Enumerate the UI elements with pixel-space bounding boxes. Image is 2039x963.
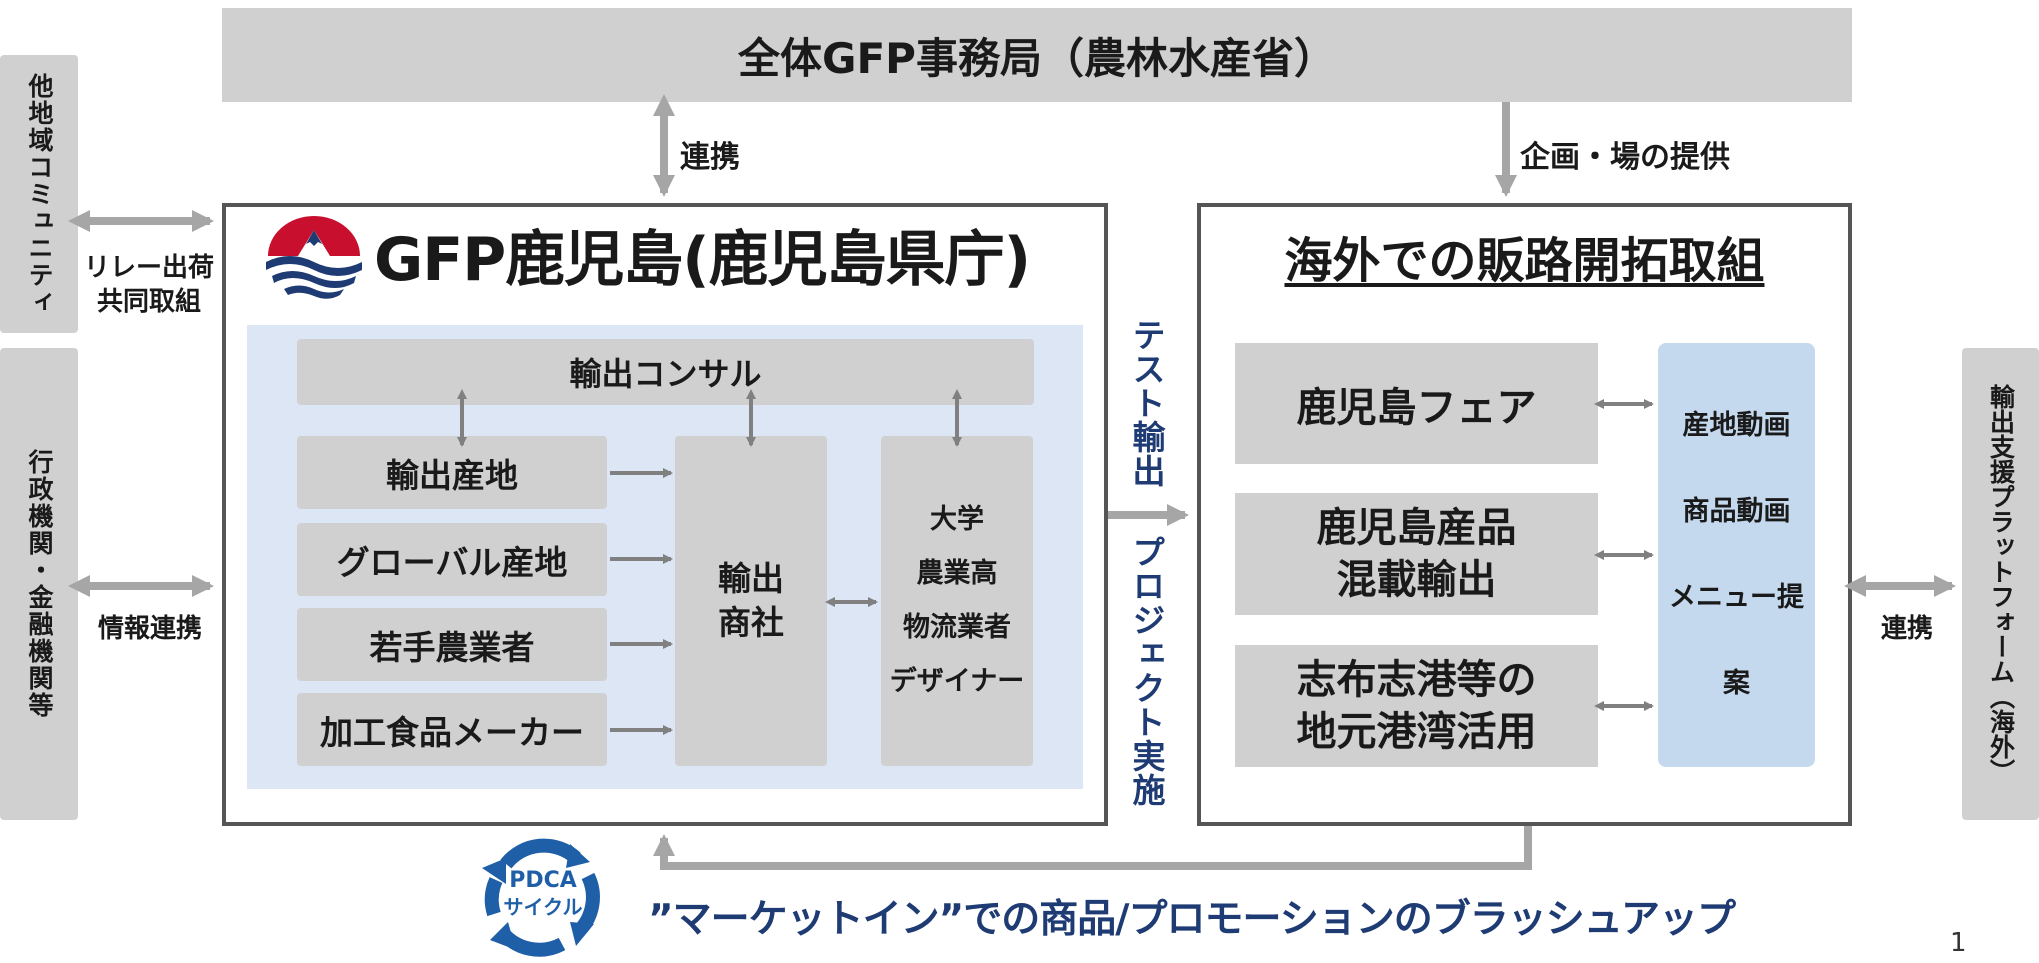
partner-logistics: 物流業者 <box>903 612 1011 643</box>
gfp-title: GFP鹿児島(鹿児島県庁) <box>374 225 1031 295</box>
media-menu-proposal: メニュー提案 <box>1669 582 1804 699</box>
secretariat-title: 全体GFP事務局（農林水産省） <box>738 33 1336 83</box>
renkei-label: 連携 <box>680 140 740 175</box>
planning-label: 企画・場の提供 <box>1520 140 1730 175</box>
other-community-bar: 他地域コミュニティ <box>0 55 78 333</box>
right-link-label: 連携 <box>1880 613 1933 644</box>
kagoshima-logo-icon <box>262 216 366 304</box>
producer-box-export-area: 輸出産地 <box>297 436 607 509</box>
admin-finance-label: 行政機関・金融機関等 <box>25 449 54 719</box>
other-community-label: 他地域コミュニティ <box>25 72 54 316</box>
overseas-item-mixed-export: 鹿児島産品 混載輸出 <box>1235 493 1598 615</box>
pdca-cycle-icon: PDCA サイクル <box>478 828 608 958</box>
admin-finance-bar: 行政機関・金融機関等 <box>0 348 78 820</box>
gfp-secretariat-bar: 全体GFP事務局（農林水産省） <box>222 8 1852 102</box>
export-platform-bar: 輸出支援プラットフォーム（海外） <box>1962 348 2039 820</box>
producer-box-food-maker: 加工食品メーカー <box>297 693 607 766</box>
page-number: 1 <box>1950 928 1967 958</box>
media-production-video: 産地動画 <box>1682 410 1791 441</box>
media-product-video: 商品動画 <box>1682 496 1791 527</box>
info-link-label: 情報連携 <box>97 613 202 644</box>
export-consultant-box: 輸出コンサル <box>297 339 1034 405</box>
export-platform-label: 輸出支援プラットフォーム（海外） <box>1986 384 2016 784</box>
partner-agri-highschool: 農業高 <box>916 558 998 589</box>
partners-box: 大学 農業高 物流業者 デザイナー <box>881 436 1033 766</box>
pdca-label: PDCA <box>509 868 577 893</box>
overseas-item-port-use: 志布志港等の 地元港湾活用 <box>1235 645 1598 767</box>
trading-company-box: 輸出 商社 <box>675 436 827 766</box>
overseas-item-fair: 鹿児島フェア <box>1235 343 1598 464</box>
partner-university: 大学 <box>930 504 984 535</box>
partner-designer: デザイナー <box>889 666 1025 697</box>
project-label: プロジェクト実施 <box>1127 535 1166 807</box>
test-export-label: テスト輸出 <box>1127 318 1166 488</box>
producer-box-young-farmers: 若手農業者 <box>297 608 607 681</box>
relay-shipping-label: リレー出荷 共同取組 <box>83 253 214 317</box>
bottom-caption: ”マーケットイン”での商品/プロモーションのブラッシュアップ <box>648 897 1736 942</box>
overseas-title: 海外での販路開拓取組 <box>1284 233 1765 289</box>
cycle-label: サイクル <box>503 895 583 919</box>
media-box: 産地動画 商品動画 メニュー提案 <box>1658 343 1815 767</box>
producer-box-global-area: グローバル産地 <box>297 523 607 596</box>
